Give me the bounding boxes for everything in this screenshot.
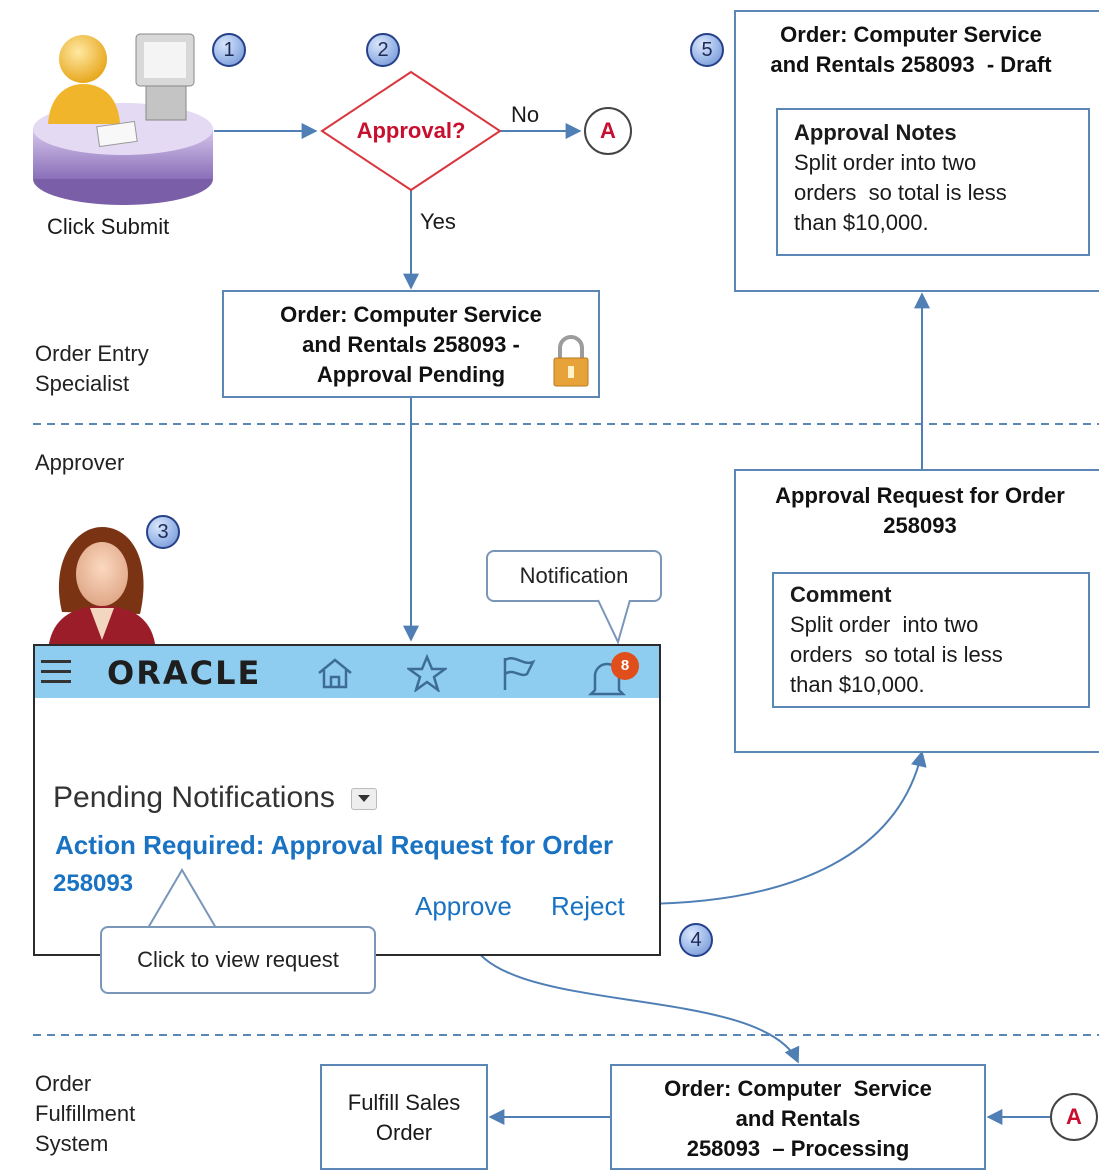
comment-text: Split order into two orders so total is … (790, 612, 1003, 697)
fulfill-sales-order-title: Fulfill Sales Order (347, 1090, 461, 1145)
comment-box: Comment Split order into two orders so t… (772, 572, 1090, 708)
step-2-badge: 2 (366, 33, 400, 67)
pending-notifications-title: Pending Notifications (53, 781, 335, 814)
oracle-app-window: ORACLE 8 Pending Notifications Action Re… (33, 644, 661, 956)
comment-title: Comment (790, 582, 892, 607)
notification-count-badge: 8 (611, 652, 639, 680)
action-required-link[interactable]: Action Required: Approval Request for Or… (55, 830, 614, 860)
decision-no-label: No (511, 102, 540, 127)
view-request-callout: Click to view request (100, 926, 376, 994)
hamburger-menu-icon[interactable] (41, 660, 71, 683)
start-label: Click Submit (47, 214, 170, 239)
fulfill-sales-order-box: Fulfill Sales Order (320, 1064, 488, 1170)
order-pending-box: Order: Computer Service and Rentals 2580… (222, 290, 600, 398)
order-processing-box: Order: Computer Service and Rentals 2580… (610, 1064, 986, 1170)
approver-avatar (48, 527, 156, 652)
favorites-star-icon[interactable] (407, 654, 447, 692)
decision-diamond (320, 70, 502, 192)
approve-link[interactable]: Approve (415, 891, 512, 921)
lane-label-order-entry: Order Entry Specialist (35, 341, 149, 396)
approval-notes-text: Split order into two orders so total is … (794, 150, 1007, 235)
lane-label-fulfillment: Order Fulfillment System (35, 1071, 136, 1156)
lock-icon (553, 335, 589, 387)
oracle-logo: ORACLE (107, 654, 262, 692)
order-pending-title: Order: Computer Service and Rentals 2580… (280, 302, 542, 387)
order-draft-box: Order: Computer Service and Rentals 2580… (734, 10, 1099, 292)
decision-label: Approval? (356, 118, 466, 143)
approval-notes-box: Approval Notes Split order into two orde… (776, 108, 1090, 256)
step-3-badge: 3 (146, 515, 180, 549)
connector-a-bottom: A (1050, 1093, 1098, 1141)
home-icon[interactable] (315, 656, 355, 690)
approval-request-title: Approval Request for Order 258093 (775, 483, 1065, 538)
lane-label-approver: Approver (35, 450, 125, 475)
connector-a-top: A (584, 107, 632, 155)
step-5-badge: 5 (690, 33, 724, 67)
approval-request-box: Approval Request for Order 258093 Commen… (734, 469, 1099, 753)
reject-link[interactable]: Reject (551, 891, 625, 921)
notifications-bell-icon[interactable] (587, 660, 627, 698)
person-at-computer-icon (33, 33, 213, 205)
pending-notifications-dropdown[interactable] (351, 788, 377, 810)
step-1-badge: 1 (212, 33, 246, 67)
approval-notes-title: Approval Notes (794, 120, 957, 145)
flag-icon[interactable] (497, 654, 537, 692)
view-callout-tail (147, 868, 217, 929)
notification-callout: Notification (486, 550, 662, 602)
step-4-badge: 4 (679, 923, 713, 957)
oracle-header-bar: ORACLE 8 (35, 646, 659, 698)
order-processing-title: Order: Computer Service and Rentals 2580… (664, 1076, 932, 1161)
order-draft-title: Order: Computer Service and Rentals 2580… (770, 22, 1052, 77)
action-required-order-number[interactable]: 258093 (53, 870, 134, 897)
decision-yes-label: Yes (420, 209, 456, 234)
notification-callout-tail (597, 598, 631, 645)
